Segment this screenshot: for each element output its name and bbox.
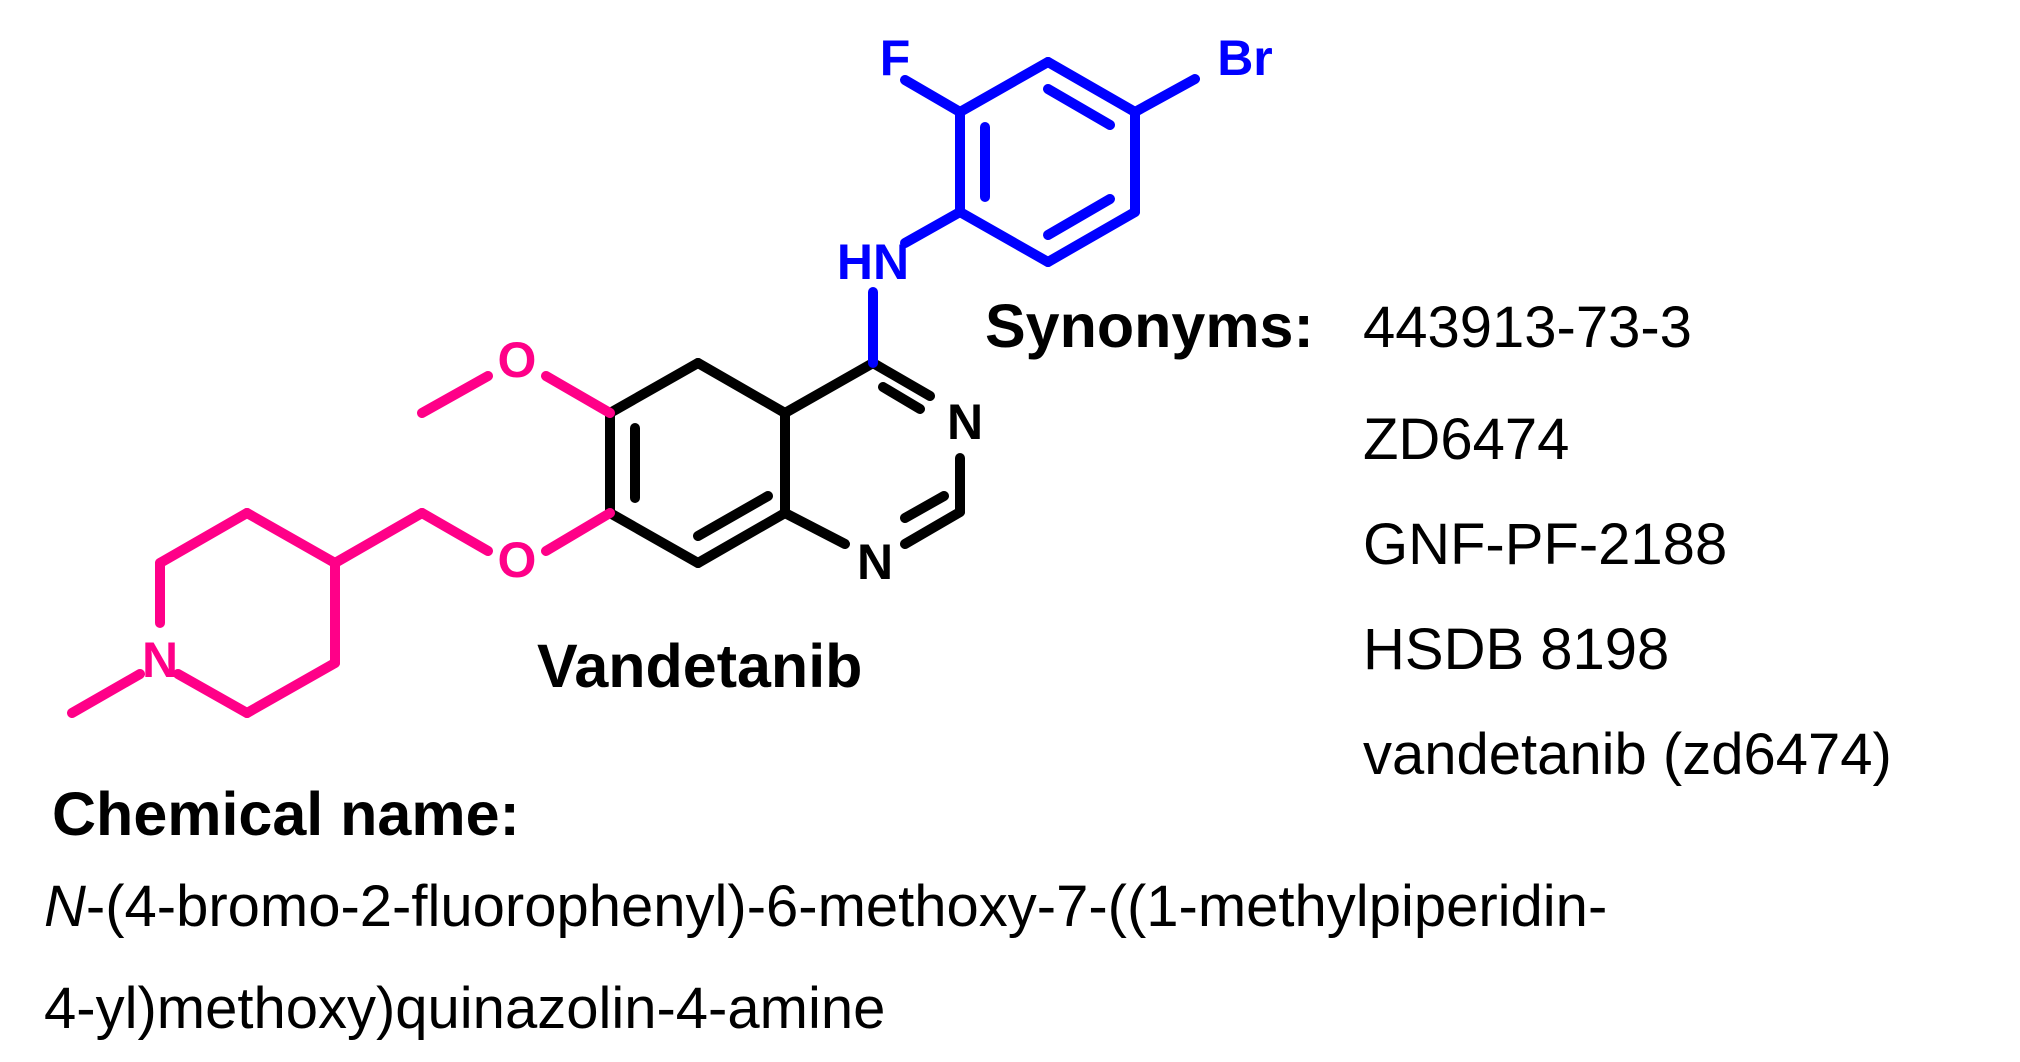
aniline-ring [900,57,1200,267]
synonym-item: ZD6474 [1363,407,1570,472]
synonym-item: HSDB 8198 [1363,617,1670,682]
amine-bonds [868,207,965,368]
bromine-atom-label: Br [1217,30,1273,86]
piperidine-nitrogen-label: N [142,632,178,688]
chemical-name-heading: Chemical name: [52,780,520,848]
ether-oxygen-label: O [498,532,537,588]
chemical-name-line-1: N-(4-bromo-2-fluorophenyl)-6-methoxy-7-(… [44,878,1607,936]
synonyms-heading: Synonyms: [985,292,1314,360]
side-chains [67,371,615,718]
ring-nitrogen-top-label: N [947,394,983,450]
chemical-name-line-2: 4-yl)methoxy)quinazolin-4-amine [44,976,886,1041]
chemical-name-line-1-rest: -(4-bromo-2-fluorophenyl)-6-methoxy-7-((… [85,874,1608,939]
synonym-item: vandetanib (zd6474) [1363,722,1892,787]
ring-nitrogen-bottom-label: N [857,534,893,590]
synonym-item: GNF-PF-2188 [1363,512,1728,577]
synonym-item: 443913-73-3 [1363,295,1692,360]
methoxy-oxygen-label: O [498,332,537,388]
amine-atom-label: HN [837,234,909,290]
compound-name: Vandetanib [537,632,863,700]
fluorine-atom-label: F [880,30,911,86]
chemical-name-italic-prefix: N [44,874,86,939]
quinazoline-core [605,358,965,568]
